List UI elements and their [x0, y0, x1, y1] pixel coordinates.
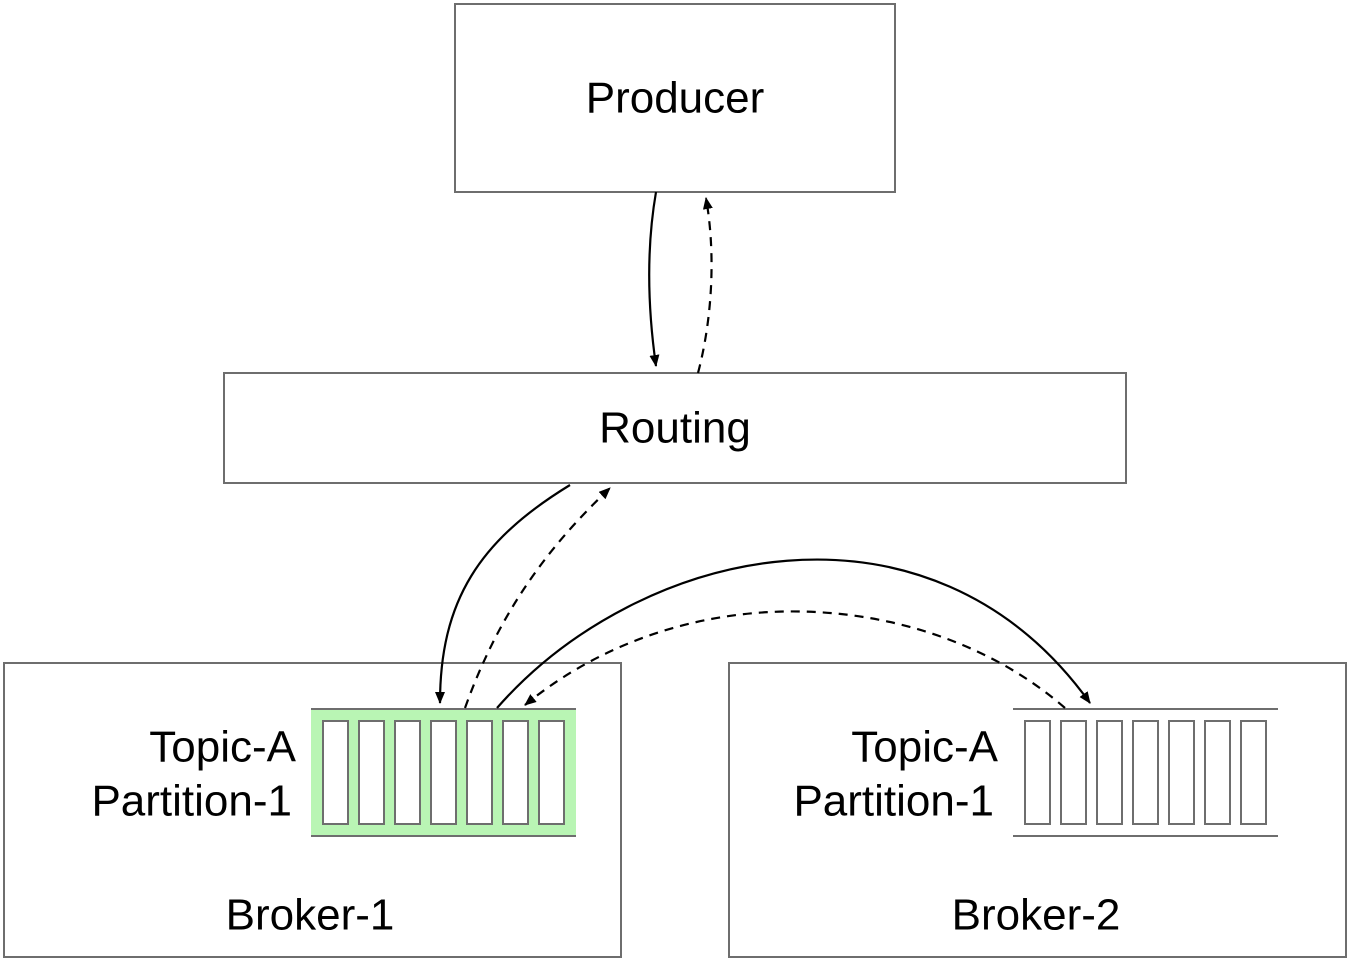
edge-routing-to-broker-1 [435, 484, 571, 704]
broker-1-queue-slot [394, 720, 421, 825]
broker-2-node: Topic-A Partition-1 Broker-2 [728, 662, 1347, 958]
broker-1-queue-slot [322, 720, 349, 825]
broker-2-queue-slot [1204, 720, 1231, 825]
broker-2-label: Broker-2 [952, 891, 1121, 940]
broker-2-queue-slot [1132, 720, 1159, 825]
broker-1-queue-slot [466, 720, 493, 825]
producer-box [454, 3, 896, 193]
edges [435, 191, 1091, 709]
routing-node: Routing [223, 372, 1127, 484]
routing-box [223, 372, 1127, 484]
edge-routing-to-producer [696, 197, 713, 374]
broker-2-queue-slot [1024, 720, 1051, 825]
producer-node: Producer [454, 3, 896, 193]
broker-2-queue-topic: Topic-A [851, 723, 998, 772]
broker-2-queue-slot [1168, 720, 1195, 825]
edge-broker-1-to-routing [463, 487, 611, 709]
edge-producer-to-routing [648, 191, 660, 367]
broker-1-node: Topic-A Partition-1 Broker-1 [3, 662, 622, 958]
broker-1-queue [311, 708, 576, 837]
broker-2-queue [1013, 708, 1278, 837]
broker-2-queue-slot [1060, 720, 1087, 825]
broker-2-queue-slot [1096, 720, 1123, 825]
broker-1-queue-topic: Topic-A [149, 723, 296, 772]
broker-1-queue-slot [538, 720, 565, 825]
broker-1-queue-slot [430, 720, 457, 825]
broker-1-label: Broker-1 [226, 891, 395, 940]
broker-2-queue-partition: Partition-1 [793, 777, 994, 826]
broker-1-queue-slot [502, 720, 529, 825]
broker-2-queue-slot [1240, 720, 1267, 825]
edge-broker-2-to-broker-1 [524, 610, 1066, 709]
broker-1-queue-partition: Partition-1 [91, 777, 292, 826]
edge-broker-1-to-broker-2 [496, 558, 1091, 709]
broker-1-queue-slot [358, 720, 385, 825]
producer-label: Producer [586, 74, 765, 123]
routing-label: Routing [599, 404, 751, 453]
